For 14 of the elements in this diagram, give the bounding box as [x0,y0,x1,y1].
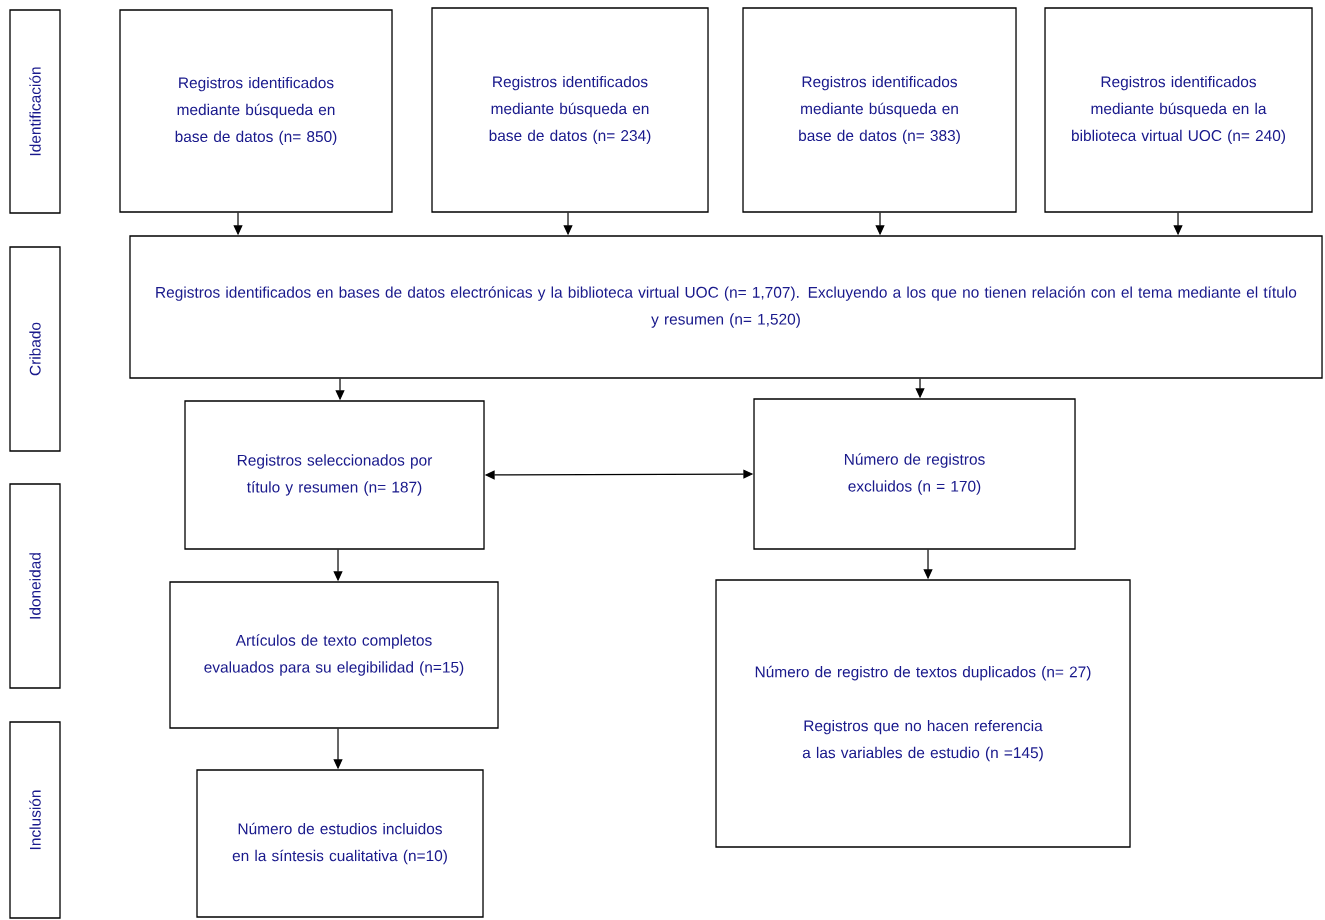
process-box: Artículos de texto completos evaluados para su elegibilidad (n=15) [169,581,499,729]
stage-label: Inclusión [9,721,61,919]
process-box: Registros identificados mediante búsqueda en base de datos (n= 850) [119,9,393,213]
process-box: Número de registro de textos duplicados (n= 27) Registros que no hacen referencia a las variables de estudio (n =145) [715,579,1131,848]
process-box: Registros identificados mediante búsqueda en la biblioteca virtual UOC (n= 240) [1044,7,1313,213]
process-box: Número de estudios incluidos en la síntesis cualitativa (n=10) [196,769,484,918]
process-box: Registros identificados mediante búsqueda en base de datos (n= 383) [742,7,1017,213]
stage-label: Cribado [9,246,61,452]
process-box: Registros identificados en bases de datos electrónicas y la biblioteca virtual UOC (n= 1,707). Excluyendo a los que no tienen relación con el tema mediante el título y resumen (n= 1,520) [129,235,1323,379]
stage-label: Identificación [9,9,61,214]
process-box: Registros identificados mediante búsqueda en base de datos (n= 234) [431,7,709,213]
stage-label: Idoneidad [9,483,61,689]
process-box: Registros seleccionados por título y resumen (n= 187) [184,400,485,550]
process-box: Número de registros excluidos (n = 170) [753,398,1076,550]
